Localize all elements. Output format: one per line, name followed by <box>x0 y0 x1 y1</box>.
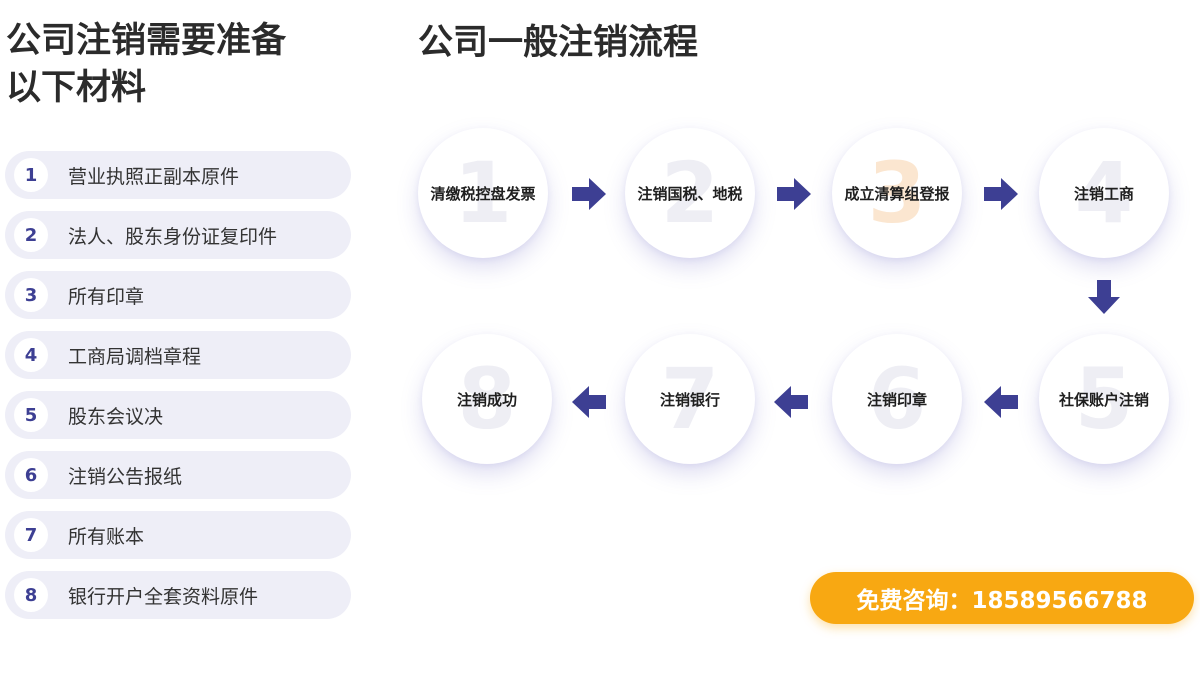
step-number: 7 <box>660 350 720 448</box>
arrow-left-icon <box>774 385 808 419</box>
material-item: 7 所有账本 <box>5 511 351 559</box>
material-item: 5 股东会议决 <box>5 391 351 439</box>
material-label: 所有账本 <box>68 525 145 548</box>
material-label: 股东会议决 <box>68 405 164 428</box>
process-step-7: 7 注销银行 <box>625 334 755 464</box>
material-label: 营业执照正副本原件 <box>68 165 240 188</box>
step-label: 注销银行 <box>659 390 720 409</box>
material-label: 工商局调档章程 <box>68 345 202 368</box>
step-label: 注销国税、地税 <box>637 184 743 203</box>
arrow-down-icon <box>1087 280 1121 314</box>
step-number: 5 <box>1074 350 1134 448</box>
materials-title: 公司注销需要准备 以下材料 <box>6 18 336 112</box>
material-item: 6 注销公告报纸 <box>5 451 351 499</box>
process-title: 公司一般注销流程 <box>418 23 699 63</box>
step-number: 1 <box>453 144 513 242</box>
step-number: 6 <box>867 350 927 448</box>
materials-title-line2: 以下材料 <box>6 68 147 108</box>
material-item: 1 营业执照正副本原件 <box>5 151 351 199</box>
arrow-right-icon <box>777 177 811 211</box>
arrow-left-icon <box>984 385 1018 419</box>
process-step-1: 1 清缴税控盘发票 <box>418 128 548 258</box>
process-step-3: 3 成立清算组登报 <box>832 128 962 258</box>
step-number: 4 <box>1074 144 1134 242</box>
process-step-6: 6 注销印章 <box>832 334 962 464</box>
process-step-5: 5 社保账户注销 <box>1039 334 1169 464</box>
process-step-8: 8 注销成功 <box>422 334 552 464</box>
process-step-2: 2 注销国税、地税 <box>625 128 755 258</box>
material-item: 2 法人、股东身份证复印件 <box>5 211 351 259</box>
step-label: 社保账户注销 <box>1058 390 1149 409</box>
materials-list: 1 营业执照正副本原件 2 法人、股东身份证复印件 3 所有印章 4 工商局调档… <box>5 151 351 631</box>
step-label: 成立清算组登报 <box>844 184 950 203</box>
material-number: 3 <box>14 278 48 312</box>
process-step-4: 4 注销工商 <box>1039 128 1169 258</box>
step-number: 8 <box>457 350 517 448</box>
step-label: 注销成功 <box>456 390 517 409</box>
step-number: 3 <box>867 144 927 242</box>
material-label: 法人、股东身份证复印件 <box>68 225 278 248</box>
material-number: 8 <box>14 578 48 612</box>
arrow-left-icon <box>572 385 606 419</box>
material-label: 注销公告报纸 <box>68 465 183 488</box>
material-number: 4 <box>14 338 48 372</box>
material-number: 2 <box>14 218 48 252</box>
free-consult-button[interactable]: 免费咨询：18589566788 <box>810 572 1194 624</box>
material-number: 1 <box>14 158 48 192</box>
materials-title-line1: 公司注销需要准备 <box>6 21 287 61</box>
material-item: 4 工商局调档章程 <box>5 331 351 379</box>
step-label: 清缴税控盘发票 <box>430 184 536 203</box>
material-item: 8 银行开户全套资料原件 <box>5 571 351 619</box>
step-number: 2 <box>660 144 720 242</box>
step-label: 注销印章 <box>866 390 927 409</box>
arrow-right-icon <box>984 177 1018 211</box>
material-label: 所有印章 <box>68 285 145 308</box>
material-label: 银行开户全套资料原件 <box>68 585 259 608</box>
arrow-right-icon <box>572 177 606 211</box>
material-number: 6 <box>14 458 48 492</box>
material-number: 7 <box>14 518 48 552</box>
material-number: 5 <box>14 398 48 432</box>
material-item: 3 所有印章 <box>5 271 351 319</box>
step-label: 注销工商 <box>1073 184 1134 203</box>
